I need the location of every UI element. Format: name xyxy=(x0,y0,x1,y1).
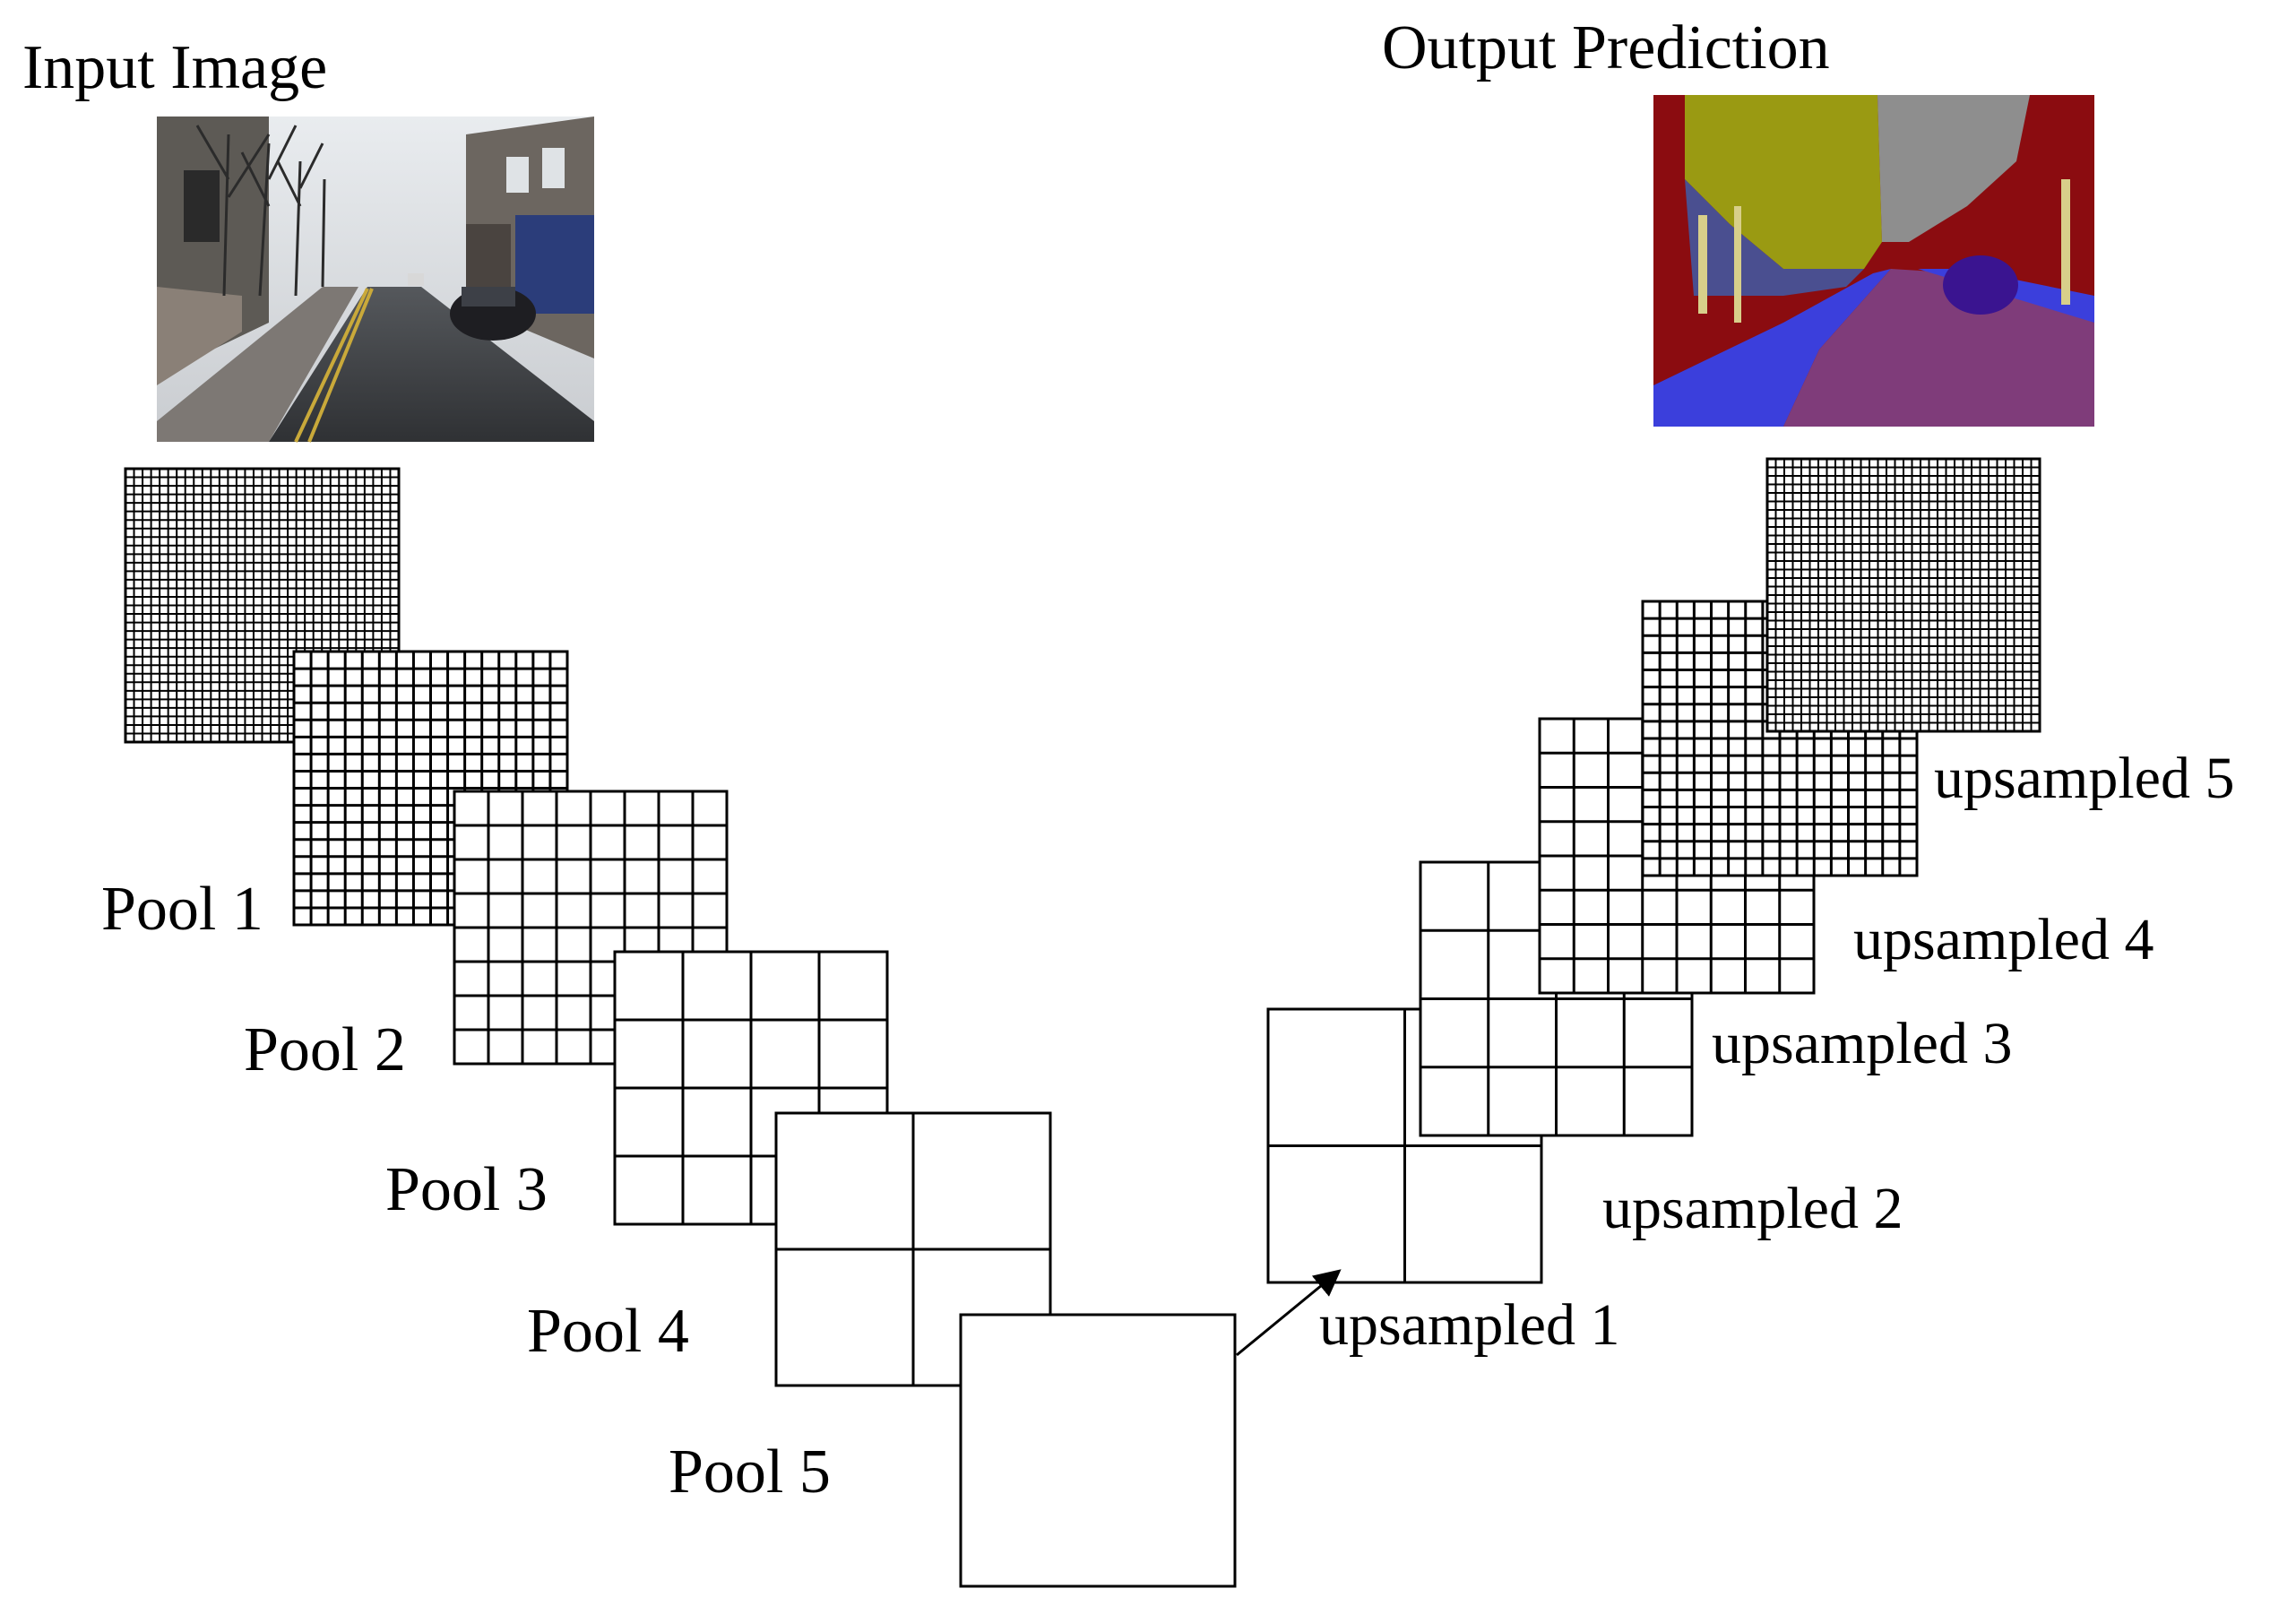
pool-3-label: Pool 3 xyxy=(385,1155,548,1224)
input-image xyxy=(157,117,594,443)
input-image-title: Input Image xyxy=(22,33,327,102)
upsampled-1-label: upsampled 1 xyxy=(1319,1292,1619,1358)
upsampled-5-grid xyxy=(1765,457,2041,733)
output-segmentation xyxy=(1653,95,2094,427)
upsampled-5-label: upsampled 5 xyxy=(1934,746,2234,811)
bottleneck-grid-frame xyxy=(959,1313,1237,1588)
pool-4-label: Pool 4 xyxy=(527,1297,689,1366)
upsampled-2-label: upsampled 2 xyxy=(1602,1176,1903,1241)
output-prediction-title: Output Prediction xyxy=(1382,13,1830,82)
pool-5-label: Pool 5 xyxy=(669,1437,831,1506)
bottleneck-grid xyxy=(959,1313,1237,1588)
pool-1-label: Pool 1 xyxy=(101,875,263,944)
upsample-arrow xyxy=(1236,1269,1342,1357)
upsampled-3-label: upsampled 3 xyxy=(1712,1011,2012,1076)
pool-2-label: Pool 2 xyxy=(244,1015,406,1084)
upsampled-4-label: upsampled 4 xyxy=(1853,907,2154,972)
